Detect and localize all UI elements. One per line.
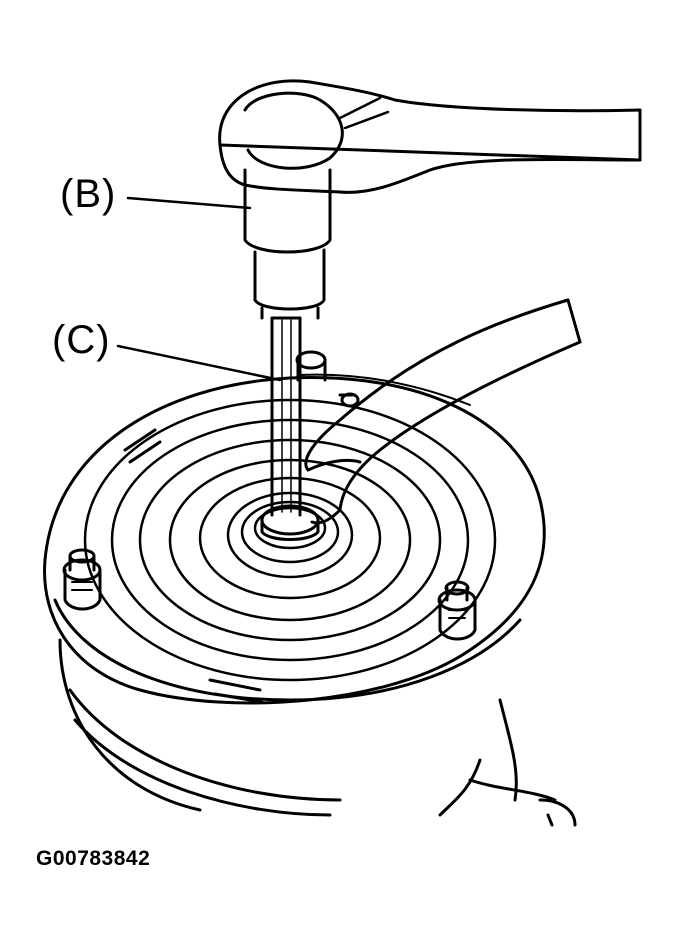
ratchet-handle <box>218 79 642 194</box>
callout-label-c: (C) <box>52 318 111 362</box>
mount-rings <box>83 398 497 682</box>
callout-label-b: (B) <box>60 172 117 216</box>
strut-body <box>58 638 577 827</box>
figure-id: G00783842 <box>36 847 151 870</box>
stud-left <box>62 548 102 611</box>
center-nut <box>260 504 320 541</box>
mount-slots <box>123 428 264 704</box>
leader-line-b <box>126 196 252 210</box>
leader-line-c <box>116 344 282 382</box>
wrench <box>304 298 582 525</box>
socket-b <box>243 168 332 320</box>
hex-key-c <box>270 316 302 517</box>
stud-right <box>437 580 477 641</box>
stud-top <box>295 350 360 408</box>
